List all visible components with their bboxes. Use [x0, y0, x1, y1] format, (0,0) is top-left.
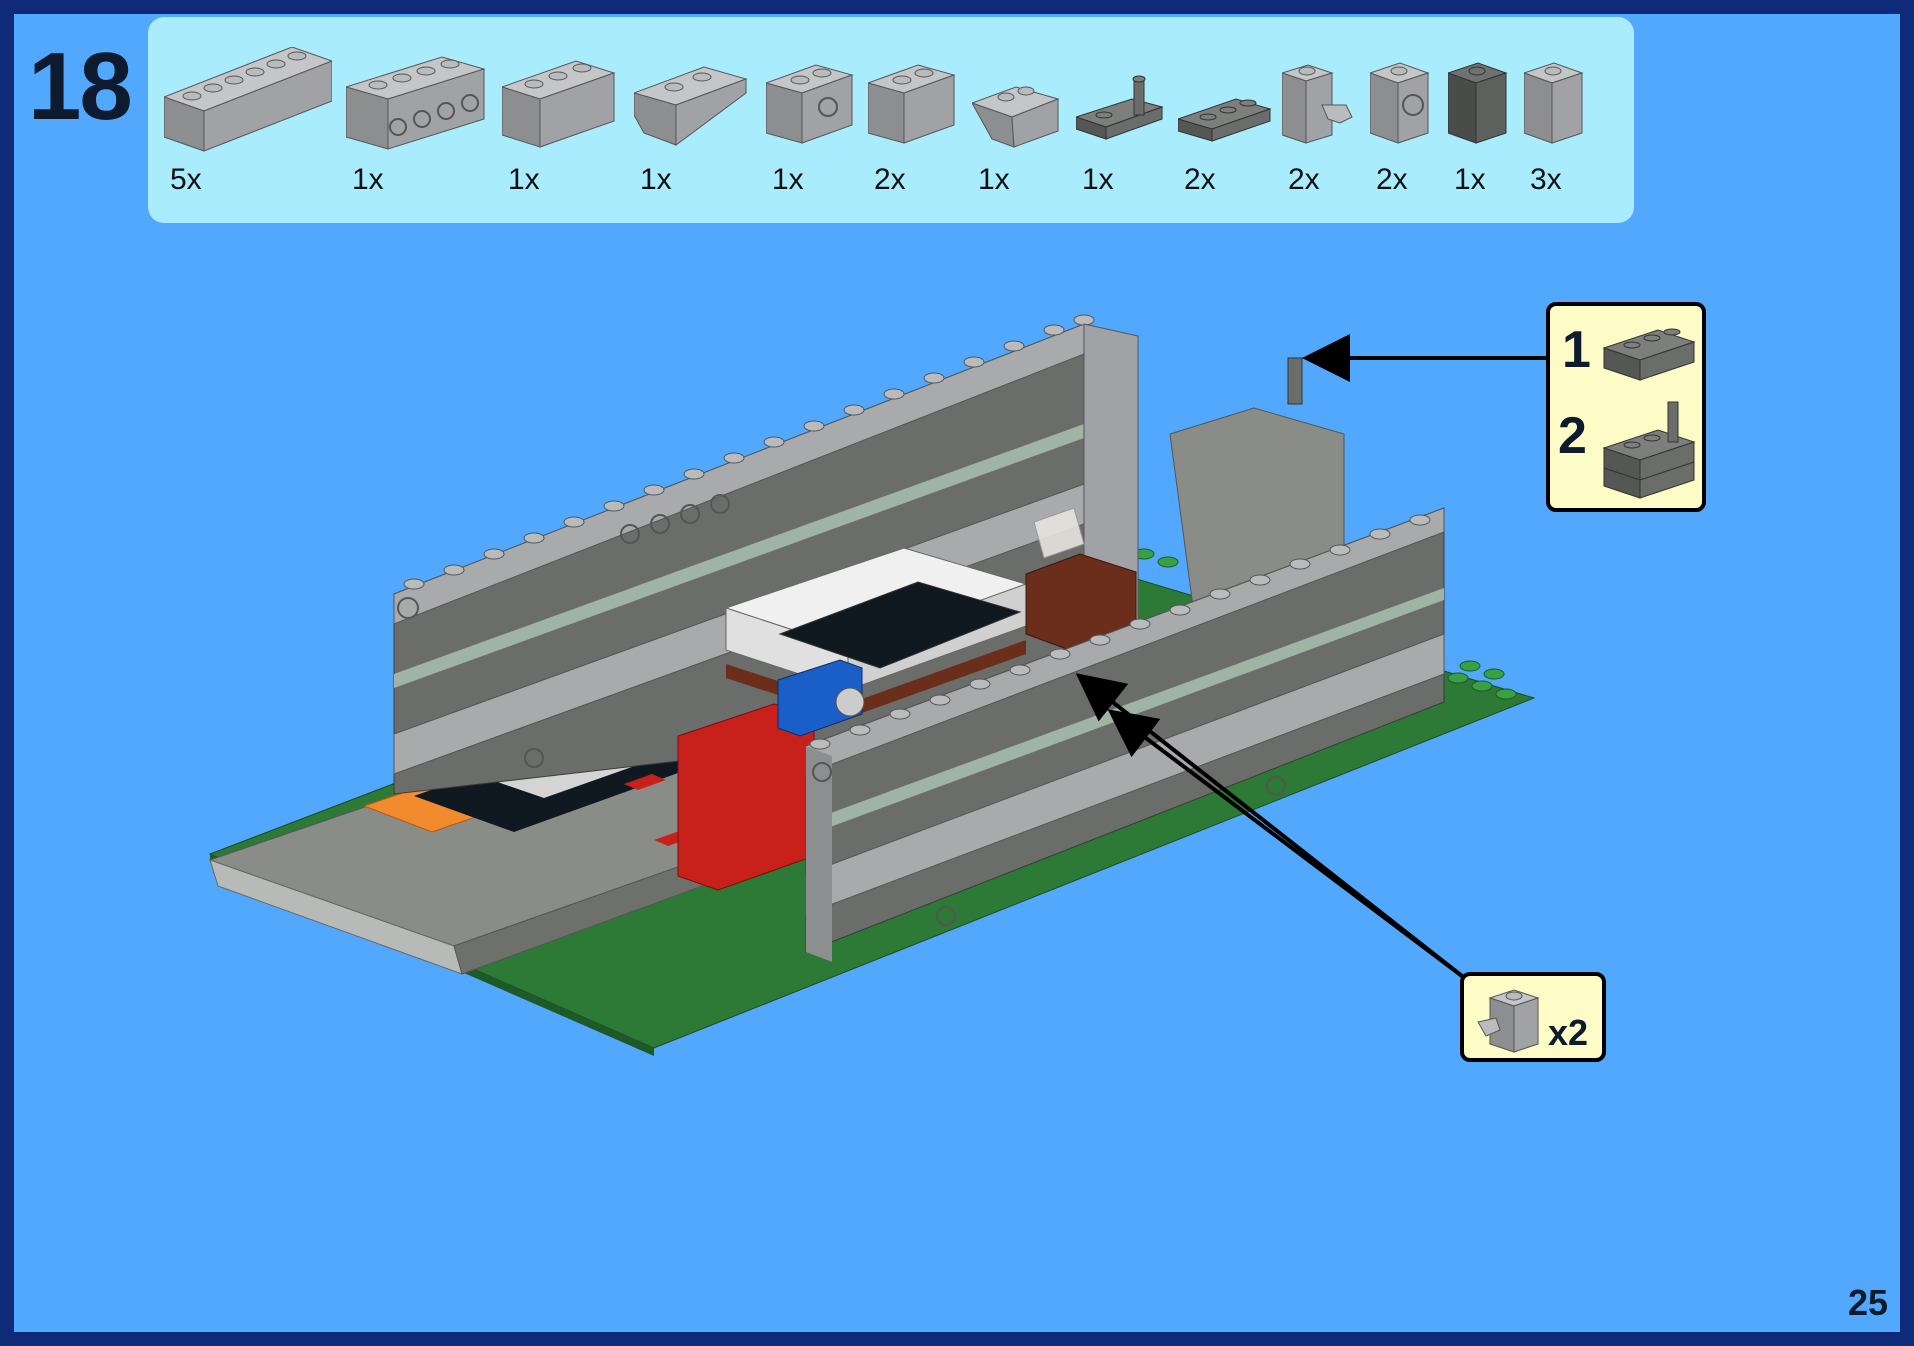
technic-brick-1x2-light-gray-icon: [766, 64, 854, 144]
technic-brick-1x4-light-gray-icon: [346, 56, 486, 150]
brick-with-clip-light-gray-icon: [1477, 989, 1540, 1053]
part-qty: 1x: [978, 163, 1010, 196]
part-qty: 1x: [772, 163, 804, 196]
plate-1x3-dark-gray-icon: [1178, 98, 1272, 142]
brick-with-clip-light-gray-icon: [1282, 64, 1353, 144]
brick-1x6-light-gray-icon: [164, 47, 332, 152]
part-qty: 1x: [640, 163, 672, 196]
sub-step-2-label: 2: [1558, 407, 1587, 465]
slope-inverted-light-gray-icon: [634, 66, 748, 146]
slope-1x2-light-gray-icon: [972, 86, 1060, 148]
brick-1x1-dark-gray-icon: [1448, 62, 1508, 144]
part-qty: 1x: [508, 163, 540, 196]
part-qty: 1x: [1454, 163, 1486, 196]
sub-assembly-callout: 1 2: [1546, 302, 1706, 512]
part-qty: 5x: [170, 163, 202, 196]
part-qty: 2x: [874, 163, 906, 196]
step-number: 18: [28, 33, 133, 140]
plate-with-bar-dark-gray-icon: [1076, 75, 1164, 140]
callout-arrow-bottom-b: [1075, 673, 1464, 978]
model-illustration: [208, 314, 1554, 1056]
part-qty: 3x: [1530, 163, 1562, 196]
parts-list: 5x 1x 1x: [148, 17, 1634, 223]
sub-step-1-label: 1: [1562, 321, 1591, 379]
part-qty: 2x: [1184, 163, 1216, 196]
page-number: 25: [1847, 1282, 1888, 1323]
part-qty: 1x: [352, 163, 384, 196]
part-qty: 1x: [1082, 163, 1114, 196]
instruction-page: 18 5x 1x: [14, 14, 1900, 1332]
technic-brick-1x1-light-gray-icon: [1370, 62, 1430, 144]
brick-1x1-light-gray-icon: [1524, 62, 1584, 144]
brick-1x2-light-gray-icon: [868, 64, 956, 144]
callout-quantity: x2: [1548, 1012, 1589, 1053]
stacked-plates-with-bar-icon: [1602, 401, 1696, 499]
plate-1x3-dark-gray-icon: [1602, 328, 1696, 381]
brick-1x3-light-gray-icon: [502, 60, 616, 148]
part-qty: 2x: [1288, 163, 1320, 196]
part-qty: 2x: [1376, 163, 1408, 196]
part-callout-x2: x2: [1460, 972, 1606, 1062]
